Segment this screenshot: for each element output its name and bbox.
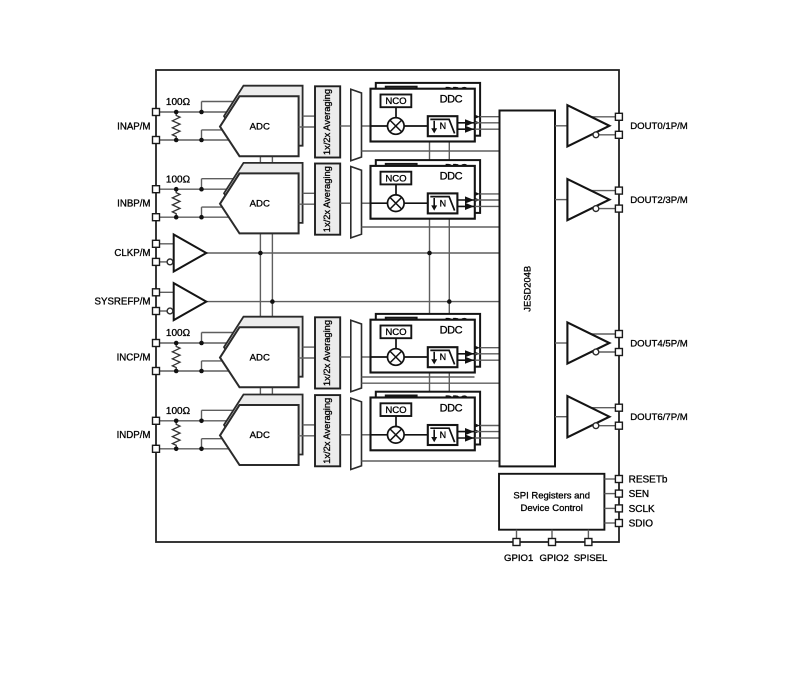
svg-text:1x/2x Averaging: 1x/2x Averaging bbox=[322, 398, 332, 464]
svg-text:DOUT2/3P/M: DOUT2/3P/M bbox=[630, 195, 688, 206]
svg-text:100Ω: 100Ω bbox=[166, 97, 191, 108]
svg-text:DOUT6/7P/M: DOUT6/7P/M bbox=[630, 412, 688, 423]
svg-text:100Ω: 100Ω bbox=[166, 174, 191, 185]
svg-text:DDC: DDC bbox=[440, 325, 463, 337]
svg-text:DOUT0/1P/M: DOUT0/1P/M bbox=[630, 121, 688, 132]
svg-text:NCO: NCO bbox=[385, 405, 406, 416]
svg-text:N: N bbox=[440, 121, 447, 131]
svg-text:SYSREFP/M: SYSREFP/M bbox=[95, 297, 151, 308]
svg-text:ADC: ADC bbox=[250, 121, 270, 132]
svg-text:SDIO: SDIO bbox=[629, 519, 654, 530]
svg-text:100Ω: 100Ω bbox=[166, 406, 191, 417]
svg-text:INDP/M: INDP/M bbox=[117, 430, 151, 441]
svg-text:ADC: ADC bbox=[250, 430, 270, 441]
svg-text:1x/2x Averaging: 1x/2x Averaging bbox=[322, 89, 332, 155]
svg-text:NCO: NCO bbox=[385, 327, 406, 338]
svg-text:CLKP/M: CLKP/M bbox=[114, 248, 150, 259]
svg-text:N: N bbox=[440, 352, 447, 362]
svg-text:DDC: DDC bbox=[440, 94, 463, 106]
svg-text:NCO: NCO bbox=[385, 96, 406, 107]
svg-text:DDC: DDC bbox=[440, 402, 463, 414]
svg-text:1x/2x Averaging: 1x/2x Averaging bbox=[322, 166, 332, 232]
svg-text:SPISEL: SPISEL bbox=[574, 553, 608, 564]
svg-text:DDC: DDC bbox=[440, 171, 463, 183]
svg-text:DOUT4/5P/M: DOUT4/5P/M bbox=[630, 338, 688, 349]
svg-text:INBP/M: INBP/M bbox=[117, 199, 150, 210]
svg-text:INCP/M: INCP/M bbox=[117, 352, 151, 363]
svg-text:RESETb: RESETb bbox=[629, 475, 668, 486]
svg-text:1x/2x Averaging: 1x/2x Averaging bbox=[322, 320, 332, 386]
svg-text:INAP/M: INAP/M bbox=[117, 121, 150, 132]
svg-text:SEN: SEN bbox=[629, 489, 650, 500]
svg-text:GPIO2: GPIO2 bbox=[540, 553, 569, 564]
svg-text:Device Control: Device Control bbox=[521, 503, 583, 514]
svg-text:GPIO1: GPIO1 bbox=[504, 553, 533, 564]
svg-text:NCO: NCO bbox=[385, 173, 406, 184]
svg-text:N: N bbox=[440, 198, 447, 208]
svg-text:SPI Registers and: SPI Registers and bbox=[513, 491, 590, 502]
svg-text:100Ω: 100Ω bbox=[166, 328, 191, 339]
svg-text:SCLK: SCLK bbox=[629, 504, 655, 515]
svg-text:ADC: ADC bbox=[250, 352, 270, 363]
svg-text:ADC: ADC bbox=[250, 199, 270, 210]
svg-text:JESD204B: JESD204B bbox=[522, 266, 533, 312]
svg-text:N: N bbox=[440, 430, 447, 440]
